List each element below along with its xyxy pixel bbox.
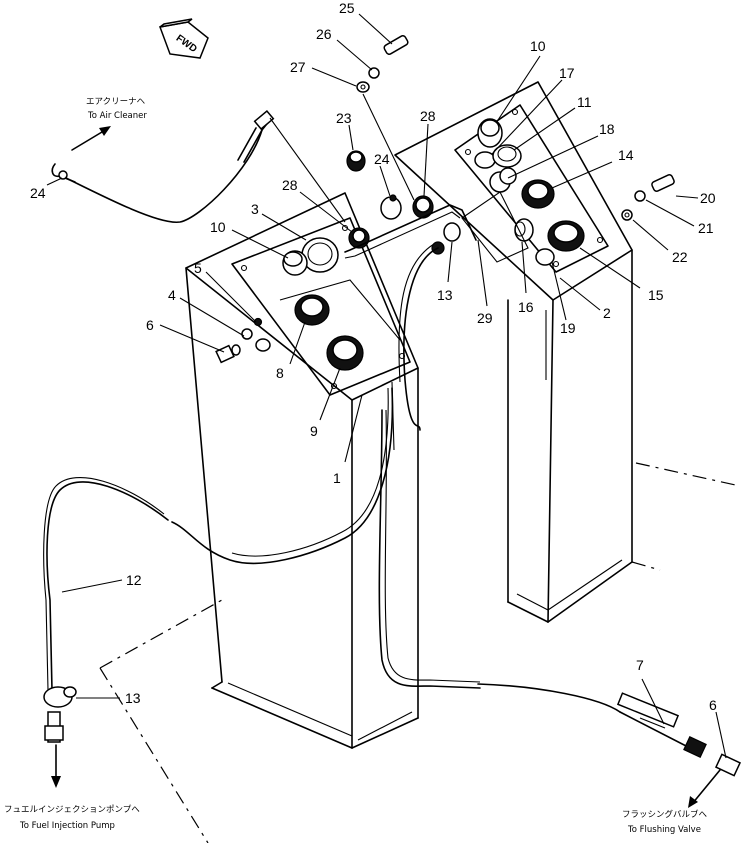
callout-25: 25 bbox=[339, 0, 355, 16]
callout-4: 4 bbox=[168, 287, 176, 303]
callout-15: 15 bbox=[648, 287, 664, 303]
callout-7: 7 bbox=[636, 657, 644, 673]
callout-13-bottom: 13 bbox=[125, 690, 141, 706]
callout-20: 20 bbox=[700, 190, 716, 206]
captions: エアクリーナヘ To Air Cleaner フュエルインジェクションポンプへ … bbox=[4, 97, 708, 835]
callout-26: 26 bbox=[316, 26, 332, 42]
caption-air-cleaner-en: To Air Cleaner bbox=[87, 111, 147, 121]
left-fuel-tank bbox=[99, 192, 419, 843]
callout-9: 9 bbox=[310, 423, 318, 439]
callout-11: 11 bbox=[577, 94, 592, 110]
callout-3: 3 bbox=[251, 201, 259, 217]
callout-6-right: 6 bbox=[709, 697, 717, 713]
callout-23: 23 bbox=[336, 110, 352, 126]
callout-21: 21 bbox=[698, 220, 714, 236]
callout-27: 27 bbox=[290, 59, 306, 75]
callout-13-center: 13 bbox=[437, 287, 453, 303]
left-gauge-plate bbox=[231, 217, 411, 396]
callout-1: 1 bbox=[333, 470, 341, 486]
callout-14: 14 bbox=[618, 147, 634, 163]
right-fuel-tank bbox=[394, 81, 741, 623]
to-air-cleaner-arrow-icon bbox=[71, 126, 111, 151]
caption-fuel-pump-jp: フュエルインジェクションポンプへ bbox=[4, 805, 140, 815]
fitting-4-5-6 bbox=[215, 317, 271, 364]
callout-2: 2 bbox=[603, 305, 611, 321]
callout-10-right: 10 bbox=[530, 38, 546, 54]
bolt-20 bbox=[621, 174, 675, 221]
right-gauge-plate bbox=[454, 104, 609, 273]
callout-18: 18 bbox=[599, 121, 615, 137]
to-fuel-pump-arrow-icon bbox=[51, 744, 61, 788]
callout-numbers: 25 26 27 24 23 24 28 28 3 10 5 4 6 8 9 1… bbox=[30, 0, 717, 713]
fwd-arrow-icon: FWD bbox=[158, 18, 209, 59]
callout-22: 22 bbox=[672, 249, 688, 265]
callout-24-left: 24 bbox=[30, 185, 46, 201]
callout-5: 5 bbox=[194, 260, 202, 276]
callout-12: 12 bbox=[126, 572, 142, 588]
leader-lines bbox=[46, 13, 727, 759]
callout-6-left: 6 bbox=[146, 317, 154, 333]
callout-28-left: 28 bbox=[282, 177, 298, 193]
breather-and-hose-parts bbox=[346, 35, 461, 255]
caption-fuel-pump-en: To Fuel Injection Pump bbox=[19, 821, 115, 831]
fuel-lines bbox=[43, 109, 742, 777]
caption-flushing-jp: フラッシングバルブへ bbox=[622, 809, 708, 820]
callout-28-top: 28 bbox=[420, 108, 436, 124]
caption-air-cleaner-jp: エアクリーナヘ bbox=[86, 97, 146, 107]
callout-8: 8 bbox=[276, 365, 284, 381]
callout-17: 17 bbox=[559, 65, 575, 81]
callout-24-center: 24 bbox=[374, 151, 390, 167]
callout-16: 16 bbox=[518, 299, 534, 315]
callout-29: 29 bbox=[477, 310, 493, 326]
callout-19: 19 bbox=[560, 320, 576, 336]
to-flushing-valve-arrow-icon bbox=[688, 769, 721, 808]
callout-10-left: 10 bbox=[210, 219, 226, 235]
caption-flushing-en: To Flushing Valve bbox=[627, 825, 701, 835]
